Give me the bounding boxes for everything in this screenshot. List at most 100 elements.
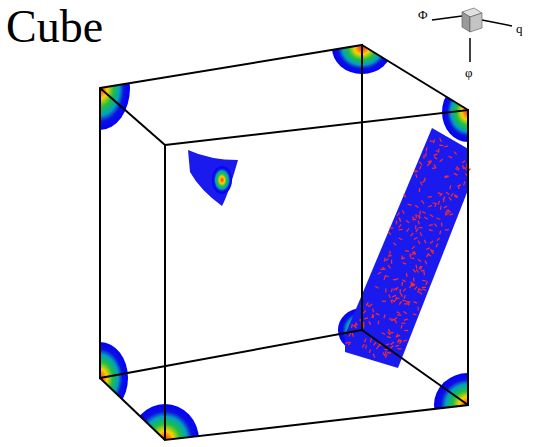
orientation-point [384,314,385,318]
orientation-point [412,284,415,286]
orientation-point [425,153,427,157]
orientation-point [399,218,401,222]
orientation-point [402,210,404,213]
orientation-point [438,149,439,153]
orientation-point [406,220,409,222]
orientation-point [384,258,385,262]
orientation-point [439,145,443,147]
orientation-point [440,206,442,210]
orientation-point [420,266,422,270]
orientation-point [396,335,400,336]
orientation-point [451,193,454,196]
orientation-point [438,193,442,194]
orientation-point [407,228,409,231]
orientation-point [388,329,390,333]
orientation-point [454,196,457,198]
orientation-point [372,314,373,318]
orientation-point [406,273,408,277]
orientation-point [445,177,449,178]
orientation-point [369,321,371,325]
orientation-point [386,344,390,345]
orientation-point [388,265,390,268]
orientation-point [391,288,392,292]
orientation-point [404,295,405,299]
orientation-point [419,289,423,291]
orientation-point [415,205,418,207]
orientation-point [428,161,432,163]
orientation-point [434,154,438,155]
orientation-point [422,287,426,288]
orientation-point [371,315,374,318]
orientation-point [380,269,384,270]
orientation-point [430,140,434,142]
orientation-point [412,217,414,220]
orientation-point [349,333,351,337]
orientation-point [385,289,386,293]
orientation-point [397,348,401,349]
orientation-point [409,285,411,288]
orientation-point [370,338,372,342]
orientation-point [463,165,464,169]
orientation-point [415,226,416,230]
orientation-point [416,229,418,232]
orientation-point [464,182,465,186]
axis-icon [432,8,512,62]
orientation-point [387,352,391,354]
orientation-point [422,289,426,291]
orientation-point [423,271,425,275]
orientation-point [462,161,465,163]
orientation-point [434,157,437,160]
orientation-point [396,297,400,298]
orientation-point [395,320,397,323]
orientation-point [449,197,452,200]
orientation-point [390,228,394,229]
orientation-point [434,164,436,167]
orientation-point [419,292,422,294]
orientation-point [425,261,427,265]
orientation-point [397,312,400,314]
cube-frame [100,45,468,440]
orientation-point [420,182,422,185]
orientation-point [392,300,395,302]
axis-label: Φ [418,8,428,21]
orientation-point [437,218,441,219]
orientation-point [396,221,397,225]
orientation-point [389,251,390,255]
orientation-point [429,230,433,231]
orientation-point [424,178,425,182]
orientation-point [447,209,449,213]
orientation-point [402,280,405,282]
orientation-point [392,295,396,297]
orientation-point [375,286,378,288]
orientation-point [418,220,419,224]
orientation-point [423,155,425,159]
orientation-point [437,238,440,241]
orientation-point [404,319,408,321]
orientation-point [396,287,398,291]
orientation-point [454,152,457,155]
orientation-point [383,352,385,356]
orientation-point [393,243,396,246]
orientation-point [397,314,401,316]
orientation-point [445,213,449,215]
orientation-point [401,282,403,286]
orientation-point [352,333,353,337]
orientation-point [387,336,391,338]
orientation-point [424,240,426,244]
orientation-point [412,246,415,249]
orientation-point [450,185,451,189]
orientation-point [413,314,417,315]
orientation-point [415,287,418,290]
orientation-point [393,279,397,280]
orientation-point [364,318,368,319]
orientation-point [420,232,422,236]
orientation-point [408,204,412,206]
orientation-point [399,217,400,221]
orientation-point [410,257,414,259]
orientation-point [426,281,428,285]
orientation-point [438,201,439,205]
orientation-point [404,311,407,313]
orientation-point [415,265,417,269]
orientation-point [391,319,395,320]
